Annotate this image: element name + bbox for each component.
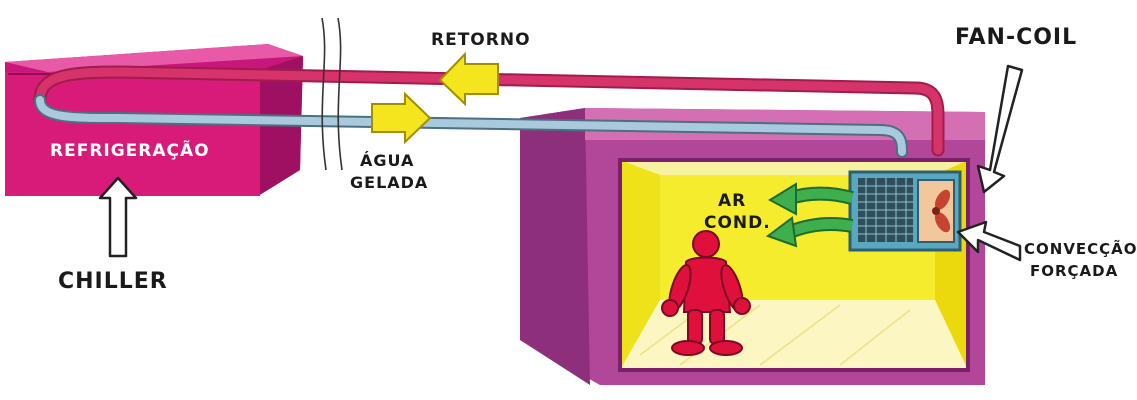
- agua-gelada-label-line2: GELADA: [350, 173, 428, 192]
- ar-cond-label-line2: COND.: [704, 213, 771, 233]
- conditioned-air-arrows: [765, 182, 854, 248]
- fan-coil-unit: [848, 170, 962, 252]
- refrigeracao-label: REFRIGERAÇÃO: [50, 138, 210, 161]
- supply-flow-arrow: [371, 91, 432, 145]
- chiller-label: CHILLER: [58, 269, 168, 294]
- chiller-pointer-arrow: [98, 176, 138, 258]
- return-flow-arrow: [438, 51, 499, 107]
- conveccao-forcada-label-line2: FORÇADA: [1030, 262, 1118, 280]
- conveccao-forcada-label-line1: CONVECÇÃO: [1024, 239, 1137, 258]
- conveccao-pointer-arrow: [956, 220, 1022, 262]
- fan-coil-label: FAN-COIL: [955, 25, 1077, 50]
- person-figure: [661, 230, 751, 356]
- ar-cond-label-line1: AR: [718, 191, 746, 211]
- pipe-break-marks: [321, 17, 343, 171]
- fan-coil-pointer-arrow: [976, 64, 1024, 194]
- fan-icon: [932, 189, 951, 233]
- retorno-label: RETORNO: [431, 30, 531, 50]
- agua-gelada-label-line1: ÁGUA: [360, 151, 414, 170]
- pipe-loop: [33, 65, 945, 158]
